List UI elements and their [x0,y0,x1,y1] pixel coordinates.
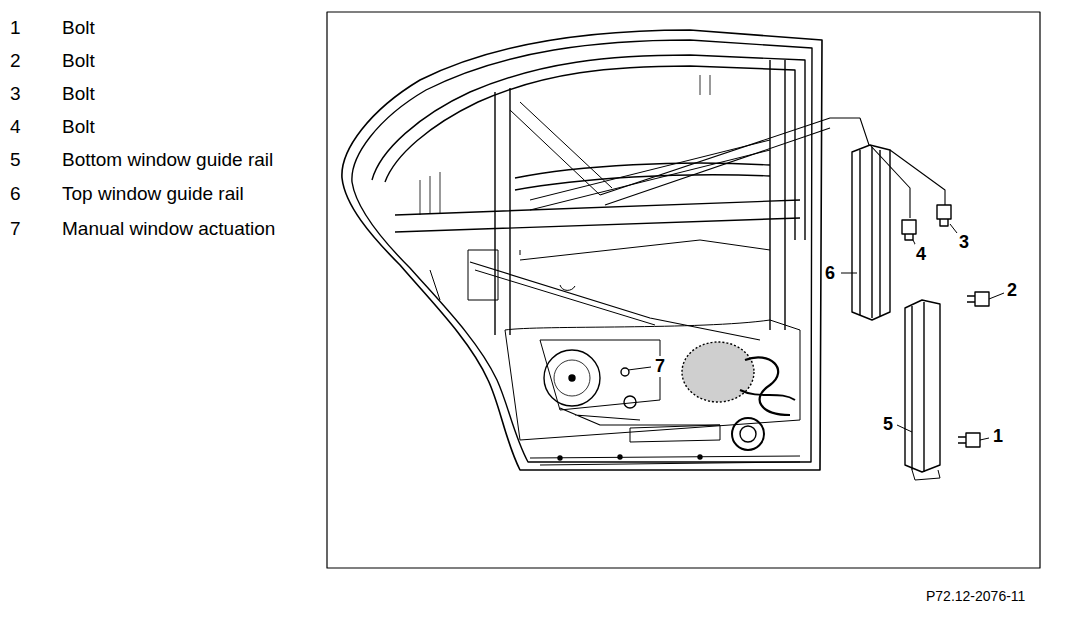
key-text: Manual window actuation [62,218,275,240]
key-number: 6 [10,183,21,205]
key-text: Bolt [62,50,95,72]
figure-code: P72.12-2076-11 [926,588,1025,604]
callout-number: 1 [992,426,1004,447]
key-number: 4 [10,116,21,138]
callout-number: 5 [882,414,894,435]
callout-number: 2 [1006,280,1018,301]
key-text: Bolt [62,17,95,39]
key-number: 3 [10,83,21,105]
callout-number: 3 [958,232,970,253]
key-text: Bolt [62,83,95,105]
callout-number: 6 [824,263,836,284]
key-number: 1 [10,17,21,39]
key-text: Bolt [62,116,95,138]
callout-number: 4 [915,244,927,265]
key-number: 7 [10,218,21,240]
key-number: 5 [10,149,21,171]
key-text: Bottom window guide rail [62,149,273,171]
key-text: Top window guide rail [62,183,244,205]
picture-frame [327,12,1040,568]
callout-number: 7 [654,356,666,377]
key-number: 2 [10,50,21,72]
